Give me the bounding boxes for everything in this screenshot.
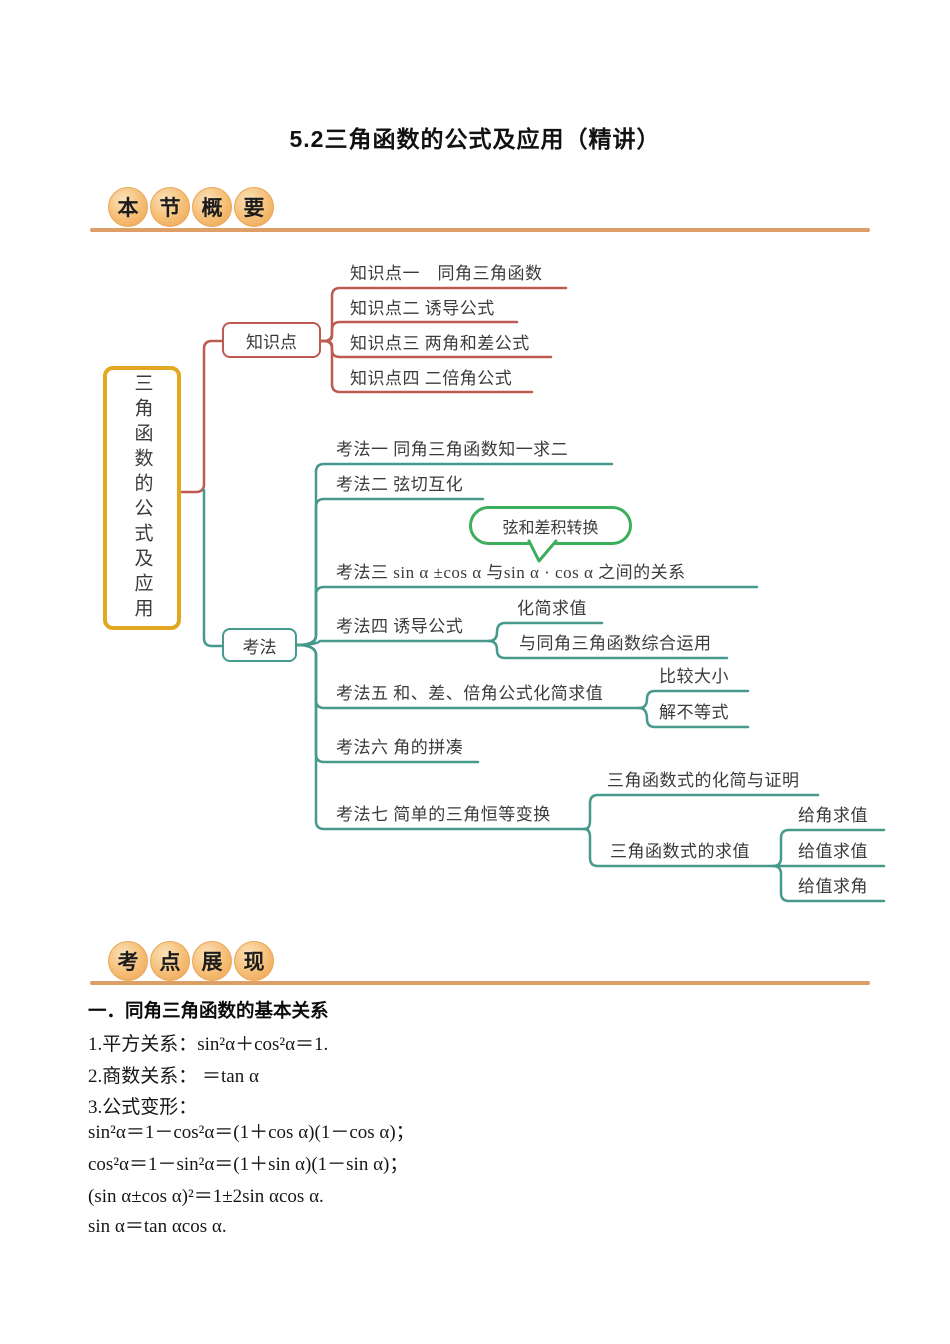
mindmap-knowledge-item-3: 知识点三 两角和差公式 — [350, 334, 530, 353]
badge-char-circle: 本 — [108, 187, 148, 227]
mindmap-method-item-4-sub-2: 与同角三角函数综合运用 — [519, 634, 712, 653]
badge-char-circle: 概 — [192, 187, 232, 227]
mindmap-callout: 弦和差积转换 — [502, 519, 599, 537]
badge-char-circle: 考 — [108, 941, 148, 981]
mindmap-method-item-7-sub-1: 三角函数式的化简与证明 — [607, 771, 800, 790]
content-heading: 一．同角三角函数的基本关系 — [88, 1000, 329, 1021]
mindmap-method-item-7-sub-2-leaf-1: 给角求值 — [798, 806, 868, 825]
badge-char-circle: 节 — [150, 187, 190, 227]
formula-line: (sin α±cos α)²＝1±2sin αcos α. — [88, 1186, 324, 1207]
mindmap-knowledge-item-4: 知识点四 二倍角公式 — [350, 369, 513, 388]
mindmap-method-item-5-sub-1: 比较大小 — [659, 667, 729, 686]
mindmap-method-item-3: 考法三 sin α ±cos α 与sin α · cos α 之间的关系 — [336, 563, 686, 582]
section-examples-badge: 考 点 展 现 — [108, 941, 274, 981]
formula-line: 3.公式变形： — [88, 1097, 198, 1118]
section-divider-rule — [90, 228, 870, 232]
page-title: 5.2三角函数的公式及应用（精讲） — [289, 126, 661, 152]
formula-line: sin²α＝1－cos²α＝(1＋cos α)(1－cos α)； — [88, 1122, 415, 1143]
mindmap-method-item-5-sub-2: 解不等式 — [659, 703, 729, 722]
mindmap-method-item-6: 考法六 角的拼凑 — [336, 738, 464, 757]
mindmap-knowledge-item-2: 知识点二 诱导公式 — [350, 299, 495, 318]
mindmap-knowledge-item-1: 知识点一 同角三角函数 — [350, 264, 543, 283]
mindmap-method-item-1: 考法一 同角三角函数知一求二 — [336, 440, 569, 459]
mindmap-root-node: 三角函数的公式及应用 — [103, 366, 181, 630]
formula-line: 1.平方关系：sin²α＋cos²α＝1. — [88, 1034, 329, 1055]
formula-line: 2.商数关系： ＝tan α — [88, 1066, 259, 1087]
mindmap-method-item-4-sub-1: 化简求值 — [517, 599, 587, 618]
mindmap-node-methods: 考法 — [222, 628, 297, 662]
mindmap-node-knowledge: 知识点 — [222, 322, 321, 358]
formula-line: cos²α＝1－sin²α＝(1＋sin α)(1－sin α)； — [88, 1154, 409, 1175]
badge-char-circle: 要 — [234, 187, 274, 227]
section-overview-badge: 本 节 概 要 — [108, 187, 274, 227]
mindmap-method-item-4: 考法四 诱导公式 — [336, 617, 464, 636]
section-divider-rule — [90, 981, 870, 985]
mindmap-method-item-2: 考法二 弦切互化 — [336, 475, 464, 494]
badge-char-circle: 点 — [150, 941, 190, 981]
mindmap-method-item-7: 考法七 简单的三角恒等变换 — [336, 805, 551, 824]
mindmap-method-item-7-sub-2: 三角函数式的求值 — [610, 842, 750, 861]
mindmap-root-label: 三角函数的公式及应用 — [131, 373, 153, 623]
formula-line: sin α＝tan αcos α. — [88, 1216, 227, 1237]
mindmap-method-item-7-sub-2-leaf-3: 给值求角 — [798, 877, 868, 896]
badge-char-circle: 展 — [192, 941, 232, 981]
mindmap-method-item-7-sub-2-leaf-2: 给值求值 — [798, 842, 868, 861]
mindmap-method-item-5: 考法五 和、差、倍角公式化简求值 — [336, 684, 604, 703]
badge-char-circle: 现 — [234, 941, 274, 981]
